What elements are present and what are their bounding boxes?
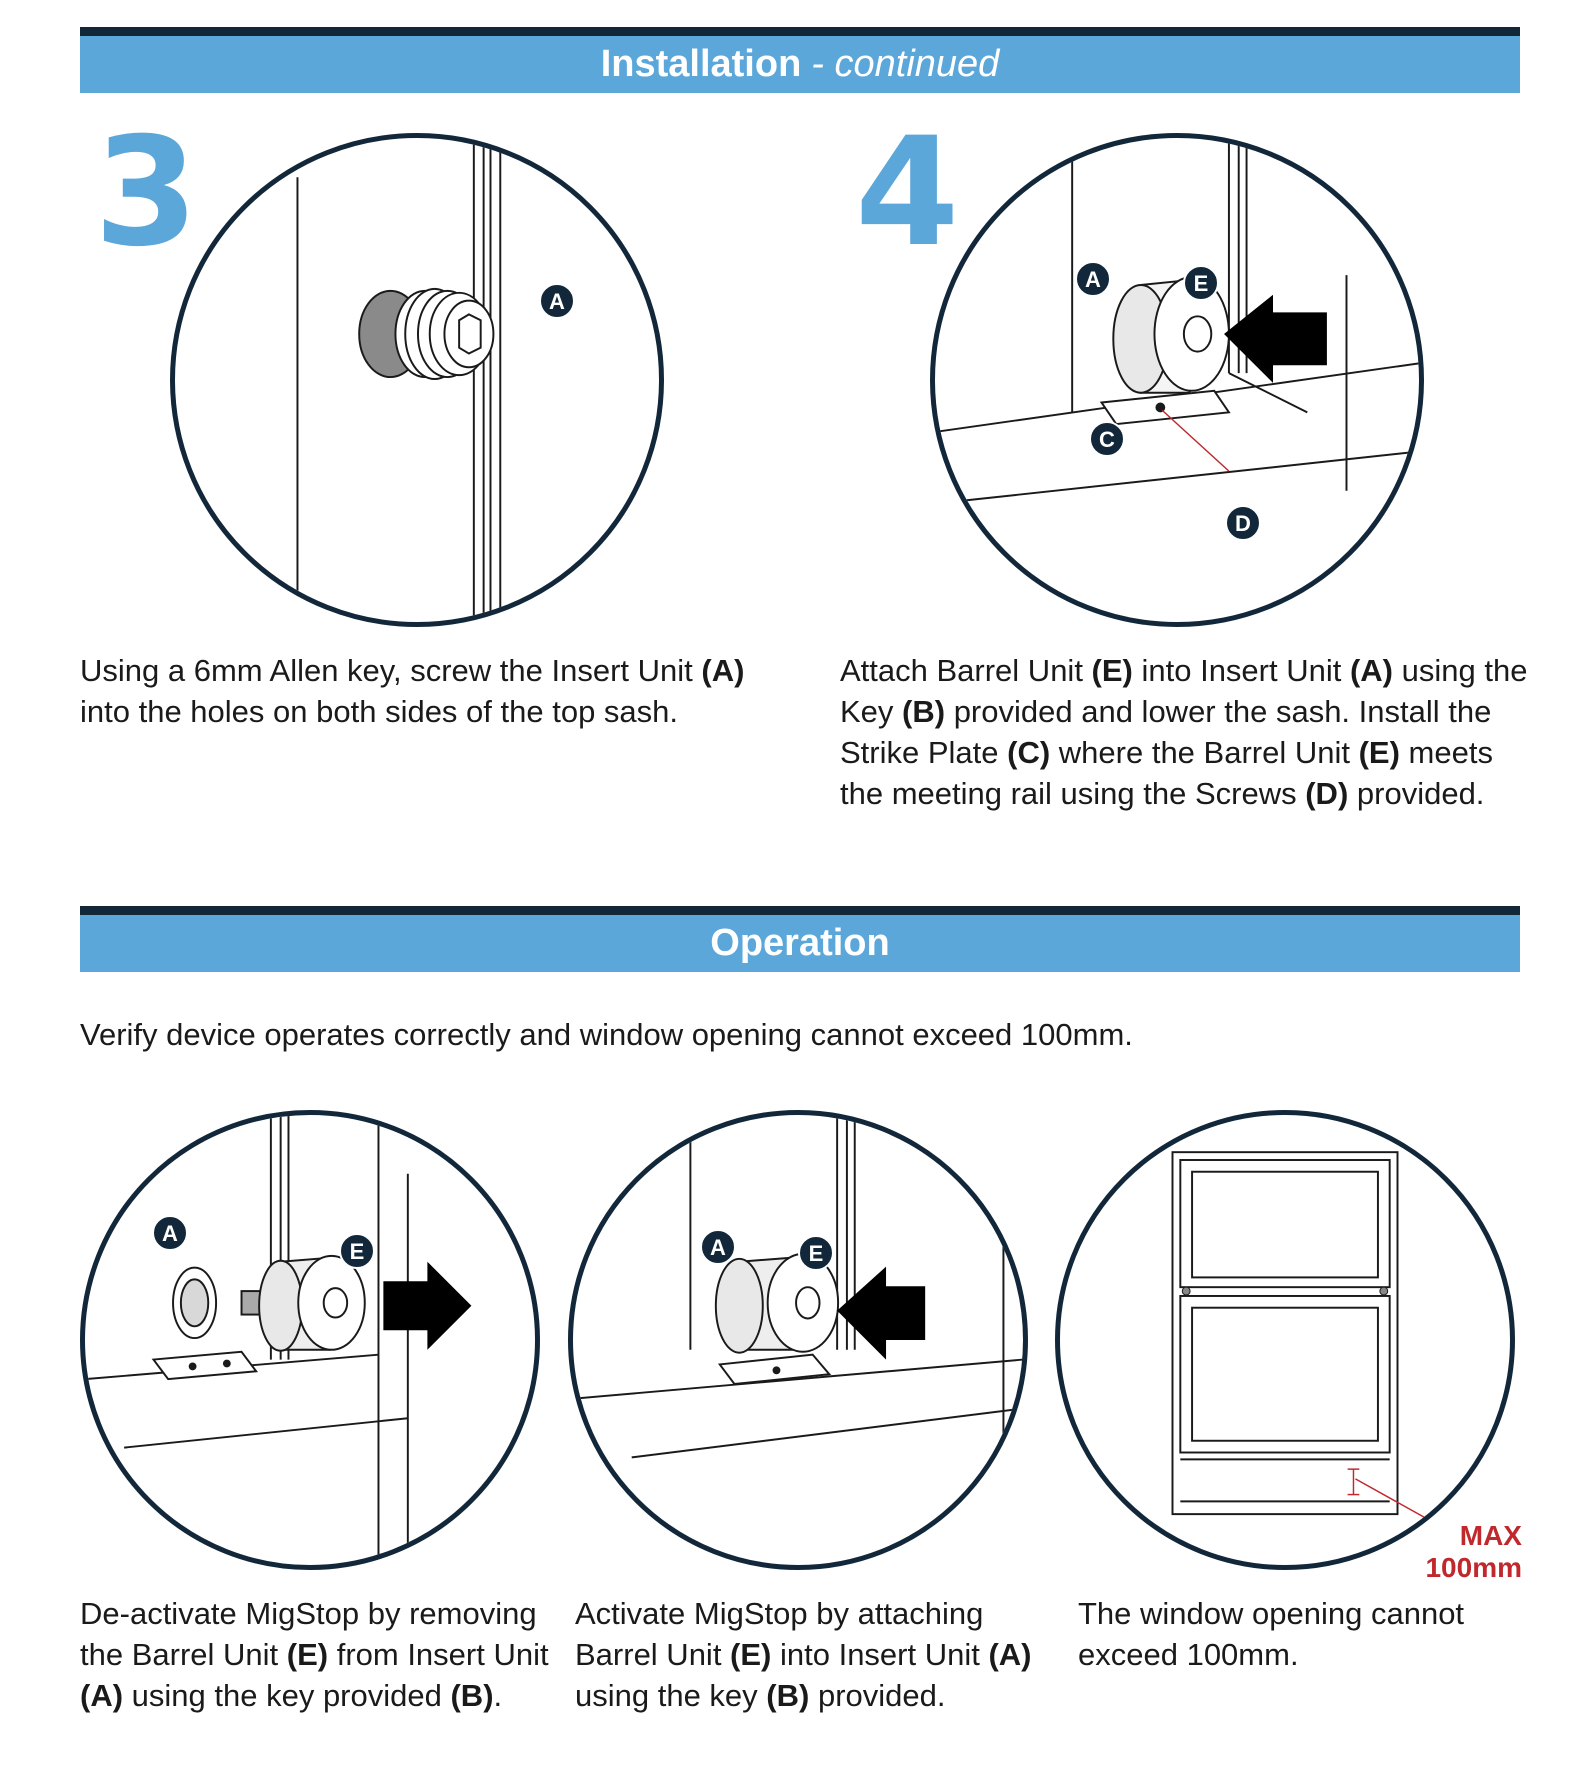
label-a-icon: A [152,1215,188,1251]
ref-b: (B) [450,1678,494,1713]
max-label-line: MAX [1459,1520,1522,1551]
deactivate-text-part: De-activate MigStop by removing the Barr… [80,1596,537,1672]
step-3-text: Using a 6mm Allen key, screw the Insert … [80,650,760,732]
barrel-unit-diagram [935,138,1419,502]
svg-text:E: E [1194,271,1209,296]
ref-a: (A) [80,1678,124,1713]
label-e-icon: E [798,1235,834,1271]
deactivate-diagram [85,1115,472,1565]
ref-b: (B) [902,694,946,729]
step-4-text-part: using the Key [840,653,1528,729]
step-4-illustration [930,133,1424,627]
svg-text:E: E [350,1239,365,1264]
deactivate-text-part: using the key provided [123,1678,451,1713]
window-diagram [1171,1151,1510,1565]
step-4-text-part: meets the meeting rail using the Screws [840,735,1493,811]
step-4-text-part: where the Barrel Unit [1050,735,1359,770]
ref-e: (E) [1091,653,1133,688]
installation-banner: Installation - continued [80,27,1520,93]
step-4-text-part: Attach Barrel Unit [840,653,1092,688]
ref-e: (E) [286,1637,329,1672]
deactivate-text-part: from Insert Unit [328,1637,549,1672]
activate-text-part: using the key [575,1678,767,1713]
label-e-icon: E [339,1233,375,1269]
svg-text:A: A [162,1221,178,1246]
operation-banner: Operation [80,906,1520,972]
svg-text:D: D [1235,511,1251,536]
ref-d: (D) [1305,776,1349,811]
activate-illustration [568,1110,1028,1570]
step-3-text-part: into the holes on both sides of the top … [80,694,679,729]
step-4-number: 4 [855,106,960,280]
svg-text:C: C [1099,427,1115,452]
ref-a: (A) [701,653,745,688]
svg-text:A: A [710,1235,726,1260]
svg-text:A: A [1085,267,1101,292]
deactivate-text-part: . [493,1678,503,1713]
deactivate-text: De-activate MigStop by removing the Barr… [80,1593,550,1716]
window-illustration [1055,1110,1515,1570]
step-4-text-part: provided. [1348,776,1485,811]
insert-unit-diagram [296,138,502,622]
step-4-text-part: provided and lower the sash. Install the… [840,694,1492,770]
step-3-illustration [170,133,664,627]
activate-text: Activate MigStop by attaching Barrel Uni… [575,1593,1045,1716]
window-text: The window opening cannot exceed 100mm. [1078,1596,1465,1672]
activate-text-part: Activate MigStop by attaching Barrel Uni… [575,1596,984,1672]
label-e-icon: E [1183,265,1219,301]
svg-text:E: E [809,1241,824,1266]
label-a-icon: A [1075,261,1111,297]
max-opening-label: MAX 100mm [1400,1520,1522,1584]
ref-e: (E) [1358,735,1400,770]
operation-intro: Verify device operates correctly and win… [80,1017,1133,1052]
step-3-text-part: Using a 6mm Allen key, screw the Insert … [80,653,702,688]
ref-c: (C) [1007,735,1051,770]
svg-text:A: A [549,289,565,314]
step-3-number: 3 [94,106,199,280]
step-4-text-part: into Insert Unit [1132,653,1350,688]
ref-e: (E) [730,1637,772,1672]
max-label-value: 100mm [1425,1552,1522,1583]
ref-b: (B) [766,1678,810,1713]
activate-text-part: provided. [809,1678,946,1713]
label-d-icon: D [1225,505,1261,541]
deactivate-illustration [80,1110,540,1570]
label-c-icon: C [1089,421,1125,457]
label-a-icon: A [700,1229,736,1265]
activate-diagram [573,1115,1023,1565]
activate-text-part: into Insert Unit [771,1637,989,1672]
label-a-icon: A [539,283,575,319]
installation-subtitle: - continued [811,43,1000,85]
installation-title: Installation [600,43,802,85]
operation-title: Operation [710,922,890,964]
ref-a: (A) [988,1637,1032,1672]
ref-a: (A) [1349,653,1394,688]
step-4-text: Attach Barrel Unit (E) into Insert Unit … [840,650,1530,814]
